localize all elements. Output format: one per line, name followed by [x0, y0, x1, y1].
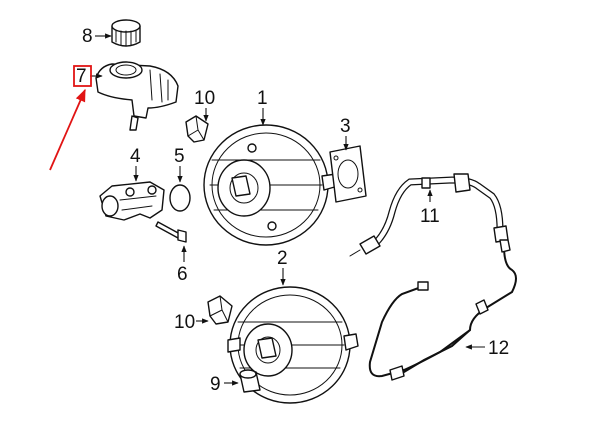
callout-6: 6 — [177, 245, 188, 285]
callout-2: 2 — [277, 248, 288, 286]
brake-booster-upper-part[interactable] — [203, 124, 339, 246]
callout-label-12: 12 — [488, 338, 509, 359]
callout-8: 8 — [82, 26, 112, 47]
vacuum-line-part[interactable] — [368, 239, 517, 381]
brake-booster-lower-part[interactable] — [227, 286, 359, 404]
callout-label-10-lower: 10 — [174, 312, 195, 333]
callout-label-6: 6 — [177, 264, 188, 285]
callout-label-9: 9 — [210, 374, 221, 395]
callout-label-2: 2 — [277, 248, 288, 269]
callout-4: 4 — [130, 146, 141, 182]
callout-label-5: 5 — [174, 146, 185, 167]
o-ring-part[interactable] — [169, 184, 191, 212]
callout-10-upper: 10 — [194, 88, 215, 122]
callout-9: 9 — [210, 374, 239, 395]
callout-label-1: 1 — [257, 88, 268, 109]
booster-gasket-part[interactable] — [329, 145, 367, 203]
brake-fluid-reservoir-part[interactable] — [95, 61, 179, 131]
callout-label-4: 4 — [130, 146, 141, 167]
selected-part-highlight-box — [73, 65, 92, 87]
callout-label-11: 11 — [420, 206, 440, 227]
callout-5: 5 — [174, 146, 185, 183]
callout-7: 7 — [76, 66, 103, 87]
callout-label-3: 3 — [340, 116, 351, 137]
callout-12: 12 — [465, 338, 509, 359]
reservoir-cap-part[interactable] — [111, 19, 141, 47]
check-valve-part[interactable] — [239, 369, 261, 393]
red-pointer-arrow — [49, 88, 86, 171]
callout-label-8: 8 — [82, 26, 93, 47]
callout-label-10-upper: 10 — [194, 88, 215, 109]
callout-label-7: 7 — [76, 66, 87, 87]
master-cylinder-part[interactable] — [99, 181, 165, 221]
bolt-part[interactable] — [155, 221, 187, 243]
callout-10-lower: 10 — [174, 312, 209, 333]
callout-11: 11 — [420, 189, 440, 227]
sensor-lower-part[interactable] — [207, 295, 233, 325]
sensor-upper-part[interactable] — [185, 115, 209, 143]
callout-1: 1 — [257, 88, 268, 126]
callout-3: 3 — [340, 116, 351, 151]
